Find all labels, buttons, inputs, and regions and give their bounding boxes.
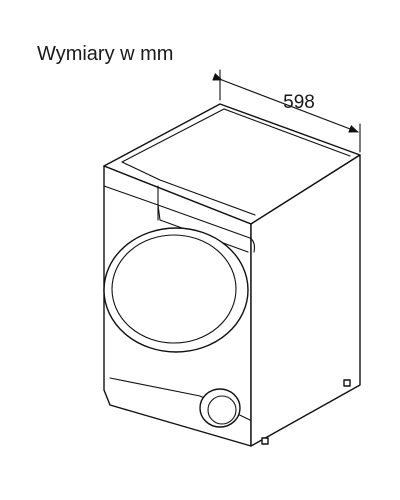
dryer-filter-hatch: [199, 388, 241, 428]
dryer-side-panel: [250, 154, 361, 447]
dryer-door: [103, 227, 249, 353]
dimension-value-label: 598: [283, 92, 315, 113]
dryer-door-inner-ring: [111, 234, 237, 344]
dimension-line: [212, 73, 359, 133]
dryer-foot-right: [261, 437, 269, 445]
dryer-foot-back: [343, 379, 351, 387]
dryer-appliance: [103, 103, 361, 447]
depth-dimension: 598: [212, 69, 361, 153]
diagram-title: Wymiary w mm: [37, 43, 174, 65]
